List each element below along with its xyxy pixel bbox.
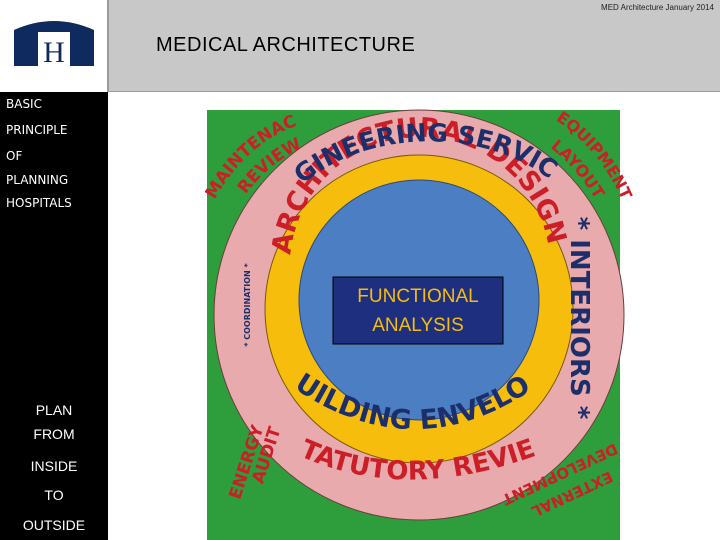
sidebar-bottom-line: FROM <box>33 426 75 442</box>
logo-panel: H <box>0 0 108 92</box>
sidebar-top-line: HOSPITALS <box>6 196 72 210</box>
sidebar-top-line: PRINCIPLE <box>6 123 68 137</box>
sidebar: BASIC PRINCIPLE OF PLANNING HOSPITALS PL… <box>0 92 108 540</box>
center-box <box>332 276 504 345</box>
sidebar-top-line: BASIC <box>6 97 42 111</box>
sidebar-bottom-line: INSIDE <box>30 458 78 474</box>
hospital-logo: H <box>14 21 94 69</box>
header-meta: MED Architecture January 2014 <box>601 3 714 12</box>
coordination-label: * COORDINATION * <box>243 262 252 346</box>
logo-letter: H <box>43 36 65 69</box>
sidebar-top-line: PLANNING <box>6 173 69 187</box>
sidebar-bottom-line: TO <box>44 487 64 503</box>
page-title: MEDICAL ARCHITECTURE <box>156 34 416 56</box>
sidebar-bottom-line: OUTSIDE <box>22 517 86 533</box>
sidebar-bottom-line: PLAN <box>35 402 73 418</box>
logo-panel-inner <box>38 32 70 66</box>
header-bar <box>108 0 720 92</box>
interiors-label: * INTERIORS * <box>564 217 594 420</box>
center-label-line: ANALYSIS <box>372 315 464 336</box>
center-label-line: FUNCTIONAL <box>357 286 478 307</box>
sidebar-top-line: OF <box>6 149 23 163</box>
